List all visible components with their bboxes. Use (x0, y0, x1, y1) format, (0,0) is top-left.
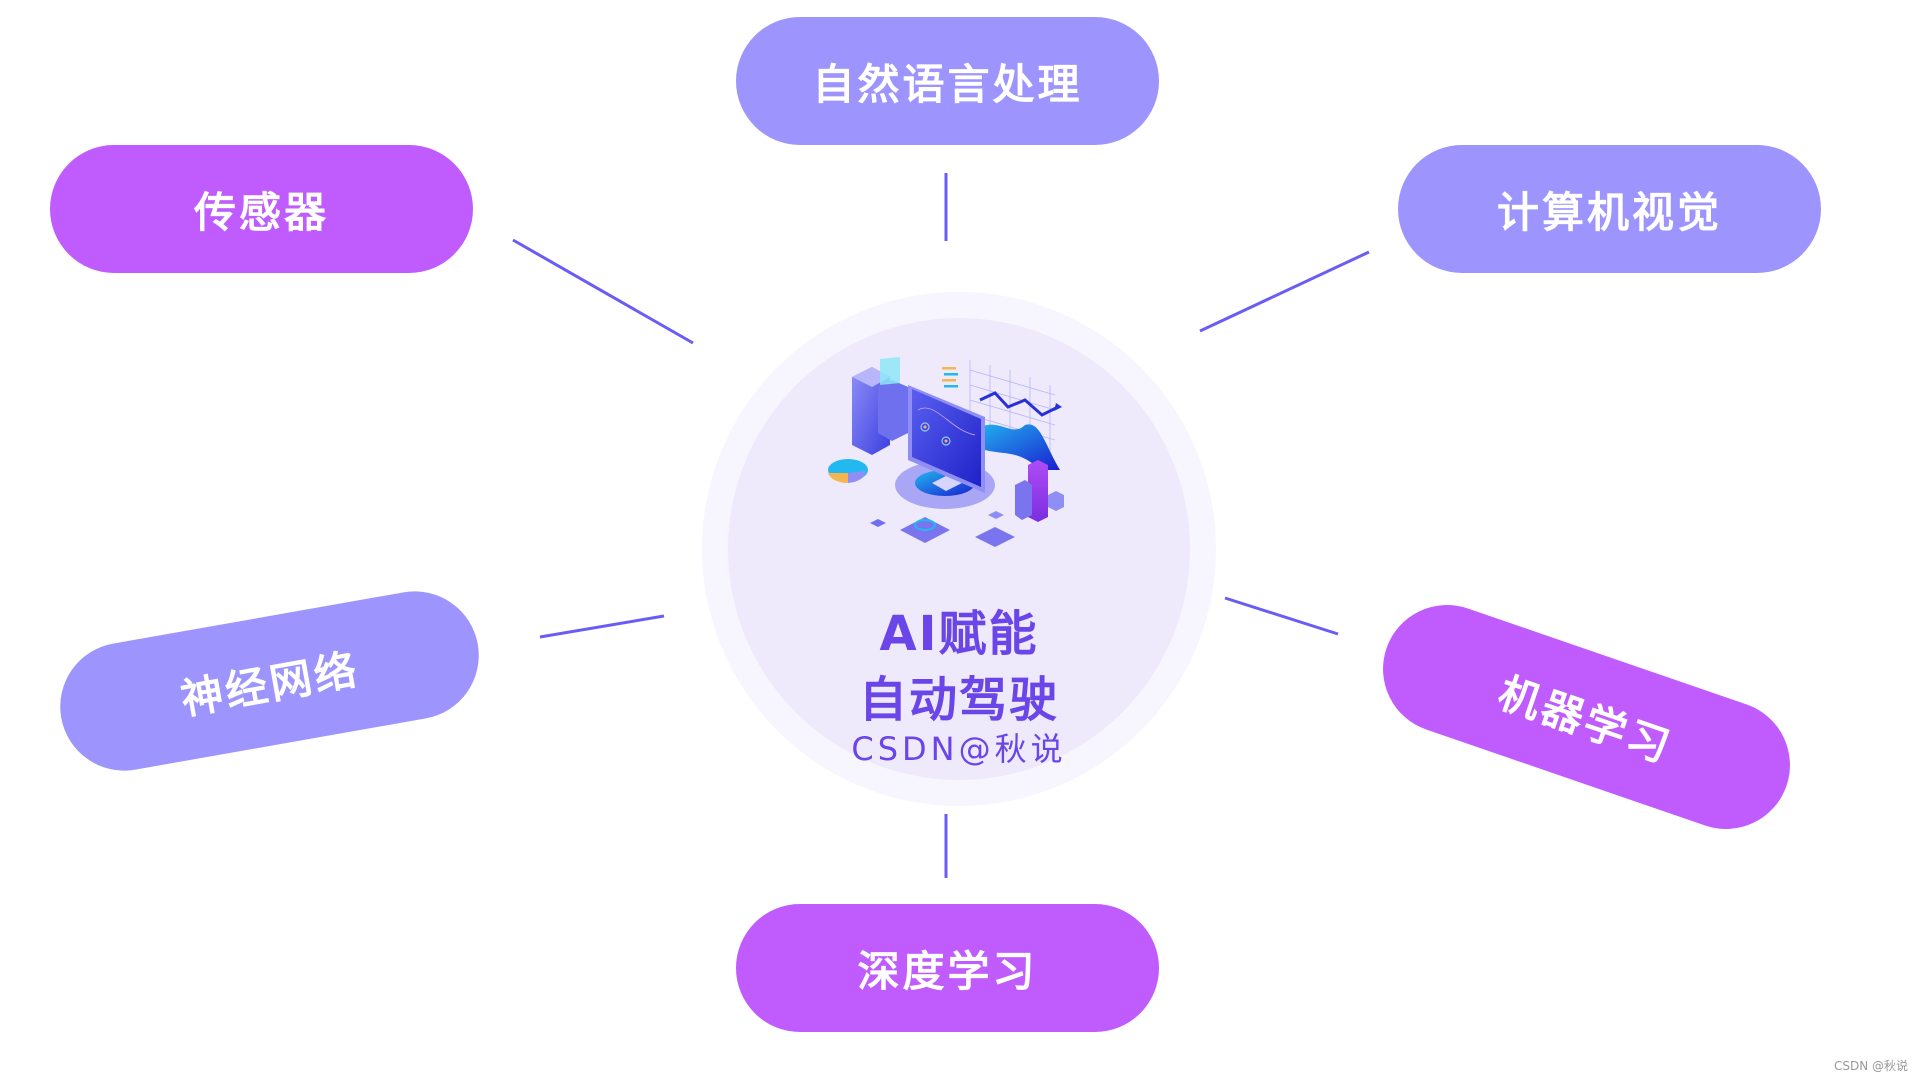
connector-sensor (512, 238, 694, 345)
computer-analytics-illustration-icon (828, 357, 1064, 547)
node-nlp-label: 自然语言处理 (812, 59, 1083, 109)
node-dl-label: 深度学习 (857, 946, 1038, 996)
connector-ml (1224, 596, 1339, 636)
node-sensor: 传感器 (50, 145, 473, 273)
hub-inner-circle (728, 318, 1190, 780)
node-cv-label: 计算机视觉 (1496, 187, 1722, 237)
watermark: CSDN @秋说 (1833, 1059, 1908, 1073)
node-dl: 深度学习 (736, 904, 1159, 1032)
node-cv: 计算机视觉 (1398, 145, 1821, 273)
node-ml-label: 机器学习 (1492, 667, 1679, 773)
hub-title-line1: AI赋能 (879, 606, 1039, 662)
node-sensor-label: 传感器 (193, 187, 329, 237)
hub-title-line2: 自动驾驶 (858, 672, 1059, 728)
node-nn-label: 神经网络 (177, 644, 363, 724)
connector-cv (1199, 250, 1370, 333)
connector-nn (539, 614, 665, 639)
hub-subtitle: CSDN@秋说 (851, 730, 1067, 768)
node-nlp: 自然语言处理 (736, 17, 1159, 145)
